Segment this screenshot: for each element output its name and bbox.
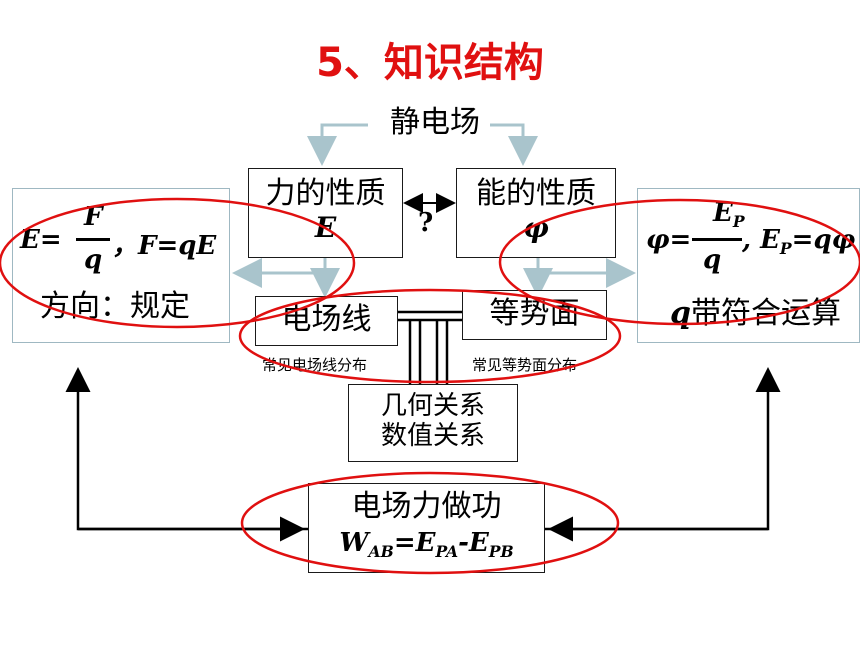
field-strength-frac-den: q [84,245,103,275]
potential-panel [637,188,860,343]
ellipse-work [240,471,620,575]
potential-eq-lhs: φ= [646,225,692,255]
energy-property-symbol: φ [523,211,549,244]
field-line-caption: 常见电场线分布 [262,356,368,374]
field-strength-eq-rest: ，F=qE [112,231,217,261]
electrostatic-field-label: 静电场 [390,105,480,140]
energy-property-box: 能的性质 φ [456,168,616,258]
geometric-relation-label: 几何关系 [380,391,485,421]
ellipse-lines-surfaces [238,288,622,384]
ellipse-field-strength [0,197,356,329]
page-title: 5、知识结构 [316,40,544,86]
force-property-label: 力的性质 [265,176,386,211]
work-box: 电场力做功 WAB=EPA-EPB [308,483,545,573]
direction-rule-label: 方向：规定 [40,289,190,324]
numeric-relation-label: 数值关系 [380,421,485,451]
energy-property-label: 能的性质 [476,176,596,211]
field-line-label: 电场线 [281,302,372,337]
relation-box: 几何关系 数值关系 [348,384,518,462]
question-mark: ? [418,208,434,238]
bracket-lines [398,310,462,384]
fraction-bar [692,238,742,241]
potential-eq-rest: , EP=qφ [742,225,856,259]
top-arrows [232,123,636,298]
fraction-bar [76,238,110,241]
ellipse-potential [498,198,860,326]
potential-frac-num: EP [713,198,745,232]
work-label: 电场力做功 [351,489,502,524]
work-arrows [65,367,781,542]
equipotential-label: 等势面 [489,296,580,331]
potential-frac-den: q [703,245,722,275]
field-strength-panel [12,188,230,343]
work-formula: WAB=EPA-EPB [339,528,514,562]
equipotential-caption: 常见等势面分布 [472,356,578,374]
field-strength-frac-num: F [84,202,103,232]
